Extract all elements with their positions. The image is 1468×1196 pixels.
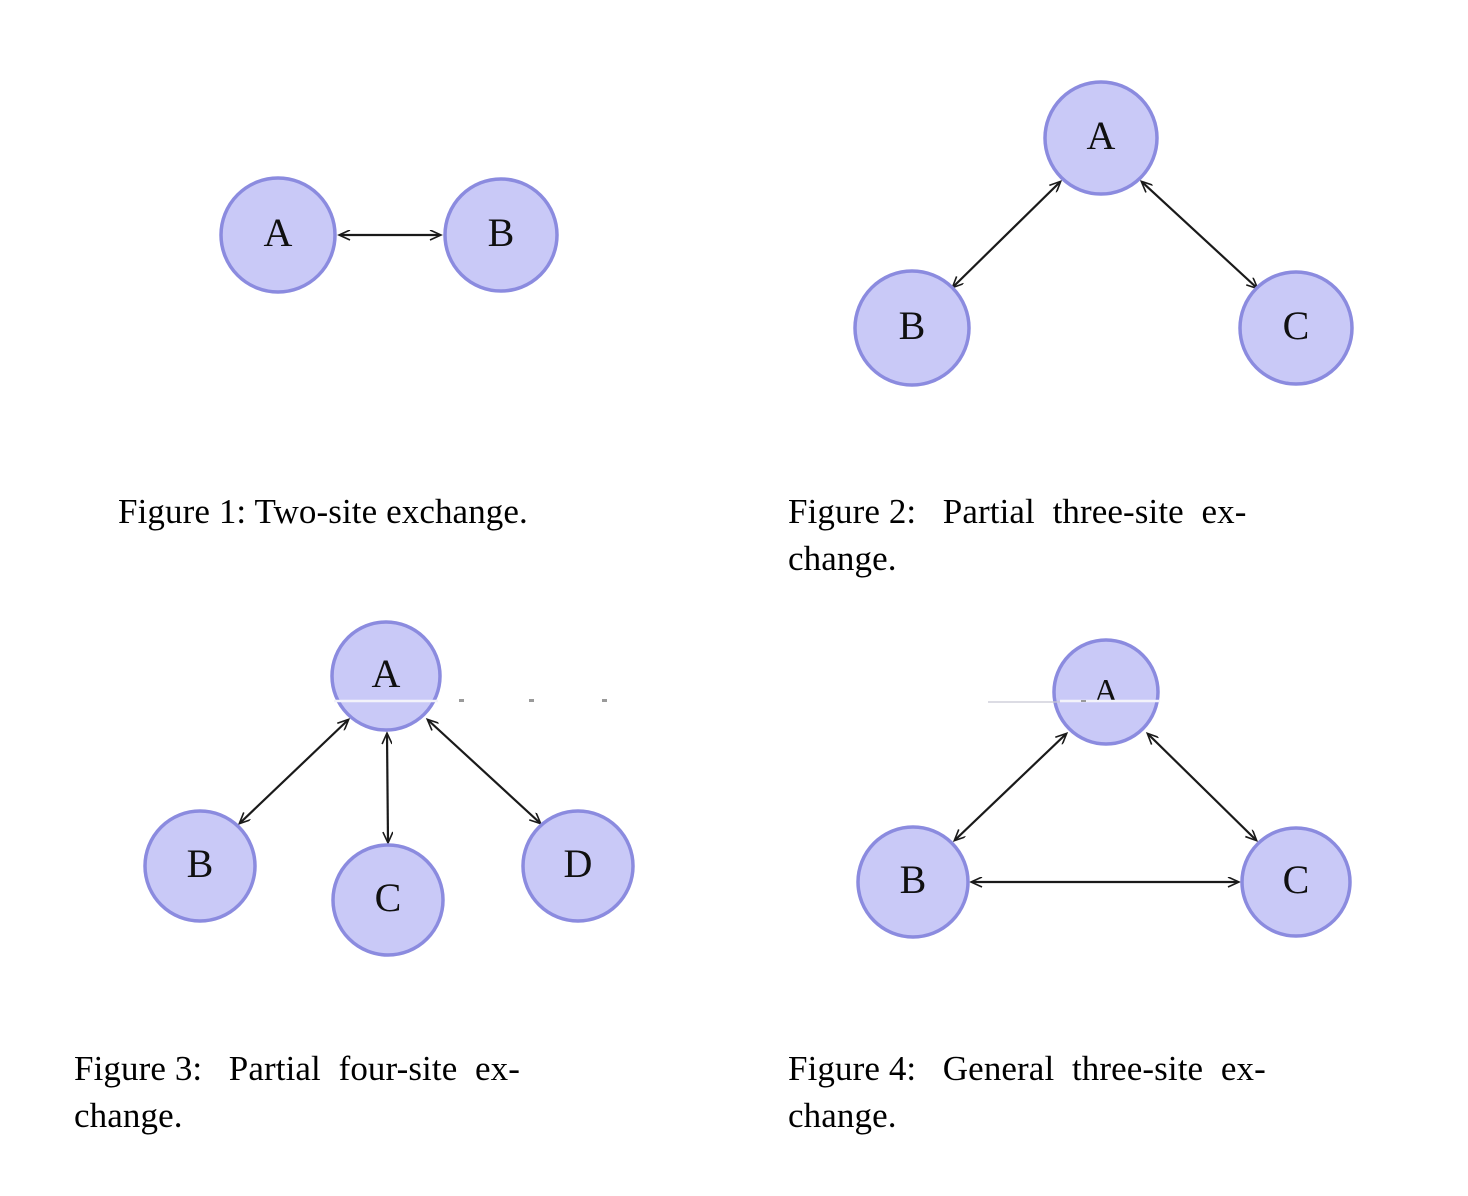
figure-4-caption-line-2: change. bbox=[788, 1096, 897, 1135]
figure-4-caption-line-1: Figure 4: General three-site ex- bbox=[788, 1049, 1266, 1088]
figure-3-edge-a-c bbox=[387, 734, 388, 842]
figure-3-node-a-label: A bbox=[372, 651, 401, 696]
figure-4-node-c-label: C bbox=[1283, 857, 1310, 902]
figure-2-node-b[interactable]: B bbox=[853, 269, 971, 387]
figure-3-node-d-label: D bbox=[564, 841, 593, 886]
figure-3-edge-a-d bbox=[428, 720, 540, 823]
figure-1-node-a-label: A bbox=[264, 210, 293, 255]
figure-2-caption: Figure 2: Partial three-site ex- change. bbox=[788, 488, 1428, 582]
figure-4-edge-a-c bbox=[1148, 734, 1256, 840]
figure-3-render-artifact bbox=[334, 699, 607, 703]
figure-1-node-a[interactable]: A bbox=[219, 176, 337, 294]
figure-2-node-c[interactable]: C bbox=[1238, 270, 1354, 386]
figure-4-node-c[interactable]: C bbox=[1240, 826, 1352, 938]
figure-3-node-b-label: B bbox=[187, 841, 214, 886]
figure-2-caption-line-1: Figure 2: Partial three-site ex- bbox=[788, 492, 1247, 531]
figure-3-node-a[interactable]: A bbox=[330, 620, 442, 732]
figure-3-caption: Figure 3: Partial four-site ex- change. bbox=[74, 1045, 704, 1139]
figure-1-caption: Figure 1: Two-site exchange. bbox=[118, 488, 688, 535]
figure-4-edge-a-b bbox=[955, 734, 1066, 840]
figure-4-node-a-label: A bbox=[1094, 673, 1119, 710]
figure-4-node-b-label: B bbox=[900, 857, 927, 902]
figure-2-node-a[interactable]: A bbox=[1043, 80, 1159, 196]
figure-3-caption-line-2: change. bbox=[74, 1096, 183, 1135]
figure-1-node-b[interactable]: B bbox=[443, 177, 559, 293]
figure-3-edge-a-b bbox=[240, 720, 348, 823]
figure-4-caption: Figure 4: General three-site ex- change. bbox=[788, 1045, 1428, 1139]
figure-1-node-b-label: B bbox=[488, 210, 515, 255]
figure-3-node-d[interactable]: D bbox=[521, 809, 635, 923]
figure-2-edge-a-c bbox=[1142, 182, 1257, 288]
figure-2-node-b-label: B bbox=[899, 303, 926, 348]
figure-3-caption-line-1: Figure 3: Partial four-site ex- bbox=[74, 1049, 521, 1088]
figure-1-caption-line-1: Figure 1: Two-site exchange. bbox=[118, 492, 528, 531]
figure-2-node-c-label: C bbox=[1283, 303, 1310, 348]
figure-3-node-b[interactable]: B bbox=[143, 809, 257, 923]
figure-2-caption-line-2: change. bbox=[788, 539, 897, 578]
figure-4-node-b[interactable]: B bbox=[856, 825, 970, 939]
figure-3-node-c[interactable]: C bbox=[331, 843, 445, 957]
figure-4-node-a[interactable]: A bbox=[1052, 638, 1160, 746]
figure-2-node-a-label: A bbox=[1087, 113, 1116, 158]
figure-2-edge-a-b bbox=[953, 182, 1060, 287]
figure-4-render-artifact bbox=[988, 699, 1160, 703]
figure-3-node-c-label: C bbox=[375, 875, 402, 920]
